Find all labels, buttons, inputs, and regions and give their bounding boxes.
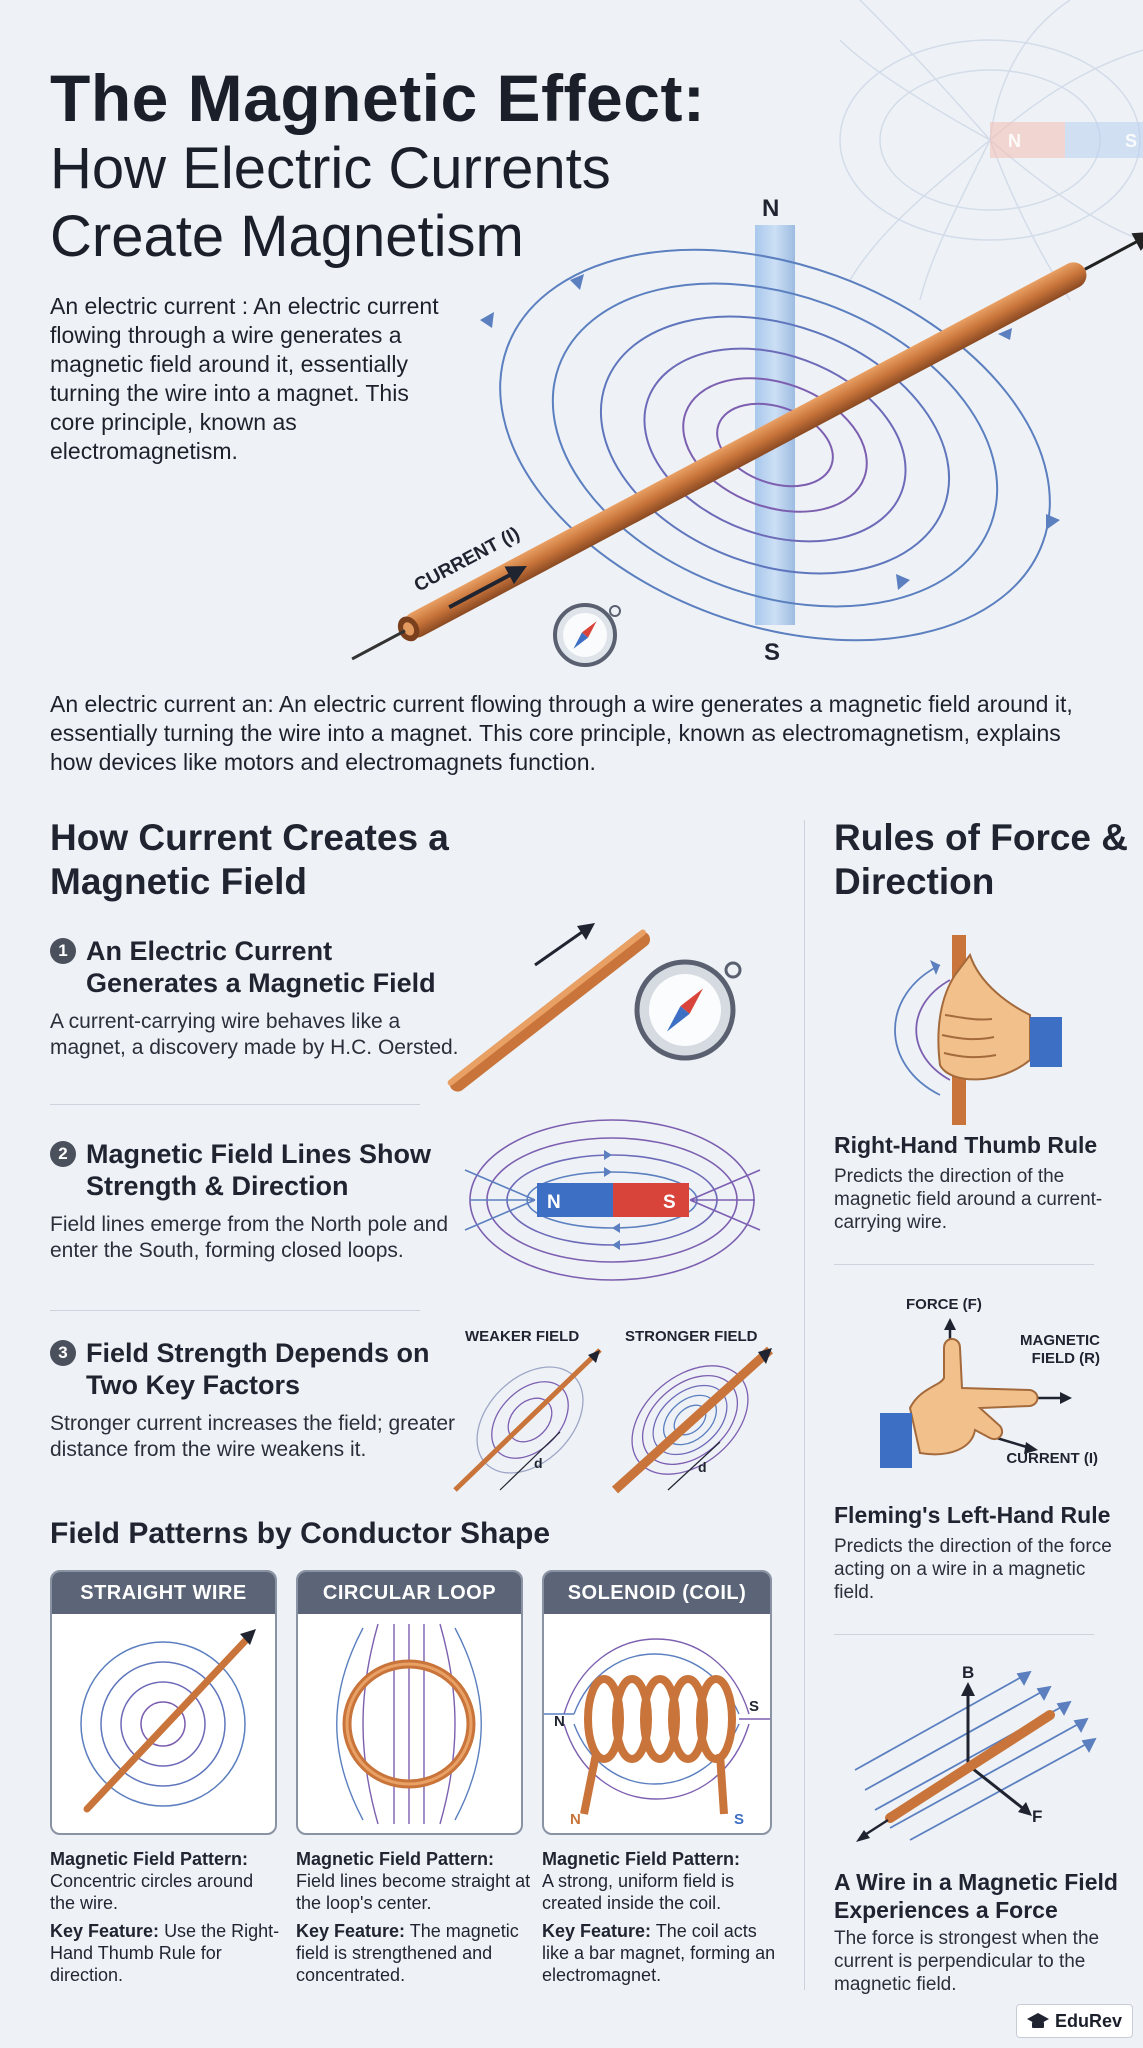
section-title-rules: Rules of Force & Direction bbox=[834, 817, 1128, 902]
item-3: 3 Field Strength Depends on Two Key Fact… bbox=[50, 1337, 470, 1463]
pattern-card-circular-loop: CIRCULAR LOOP bbox=[296, 1570, 523, 1835]
patterns-title: Field Patterns by Conductor Shape bbox=[50, 1517, 551, 1550]
item-divider-1 bbox=[50, 1104, 420, 1105]
rule-1-body: Predicts the direction of the magnetic f… bbox=[834, 1166, 1103, 1233]
pattern-text-circular-loop: Magnetic Field Pattern: Field lines beco… bbox=[296, 1849, 531, 1985]
graduation-cap-icon bbox=[1026, 2013, 1049, 2028]
solenoid-n2-label: N bbox=[570, 1811, 581, 1828]
rule-1-title: Right-Hand Thumb Rule bbox=[834, 1132, 1098, 1158]
item-2-title: 2 Magnetic Field Lines Show Strength & D… bbox=[50, 1138, 470, 1202]
item-2-body: Field lines emerge from the North pole a… bbox=[50, 1213, 449, 1262]
flemings-left-hand-rule-illustration bbox=[880, 1318, 1072, 1468]
pattern-text-straight-wire: Magnetic Field Pattern: Concentric circl… bbox=[50, 1849, 280, 1985]
circular-loop-field-icon bbox=[336, 1623, 482, 1825]
item-2-number: 2 bbox=[50, 1141, 76, 1167]
rule-3-body: The force is strongest when the current … bbox=[834, 1928, 1100, 1995]
hero-pole-n-label: N bbox=[762, 195, 779, 222]
pattern-card-solenoid: SOLENOID (COIL) N S N S bbox=[542, 1570, 772, 1835]
page-subtitle: How Electric Currents Create Magnetism bbox=[50, 136, 611, 269]
solenoid-field-icon: N S N S bbox=[544, 1638, 770, 1828]
bg-magnet-s-label: S bbox=[1125, 131, 1137, 151]
current-label: CURRENT (I) bbox=[1006, 1450, 1098, 1467]
intro-paragraph-long: An electric current an: An electric curr… bbox=[50, 691, 1073, 775]
wire-in-field-force-illustration: B F bbox=[854, 1663, 1097, 1842]
brand-name: EduRev bbox=[1054, 2010, 1122, 2031]
weaker-field-label: WEAKER FIELD bbox=[465, 1328, 580, 1345]
item-3-number: 3 bbox=[50, 1340, 76, 1366]
f-force-label: F bbox=[1032, 1807, 1042, 1826]
wire-compass-illustration bbox=[447, 923, 742, 1092]
item-1: 1 An Electric Current Generates a Magnet… bbox=[50, 935, 470, 1061]
hero-wire-field-illustration: N S CURRENT (I) bbox=[351, 195, 1143, 667]
b-field-label: B bbox=[962, 1663, 974, 1682]
rule-divider-2 bbox=[834, 1634, 1094, 1635]
item-3-title: 3 Field Strength Depends on Two Key Fact… bbox=[50, 1337, 470, 1401]
stronger-field-label: STRONGER FIELD bbox=[625, 1328, 758, 1345]
stronger-distance-label: d bbox=[698, 1459, 707, 1475]
page-title: The Magnetic Effect: bbox=[50, 61, 706, 135]
edurev-logo[interactable]: EduRev bbox=[1015, 2004, 1133, 2038]
pattern-text-solenoid: Magnetic Field Pattern: A strong, unifor… bbox=[542, 1849, 776, 1985]
solenoid-s2-label: S bbox=[734, 1811, 744, 1828]
straight-wire-field-icon bbox=[80, 1629, 256, 1813]
item-divider-2 bbox=[50, 1310, 420, 1311]
section-title-how-current: How Current Creates a Magnetic Field bbox=[50, 817, 449, 902]
force-label: FORCE (F) bbox=[906, 1296, 982, 1313]
item-2: 2 Magnetic Field Lines Show Strength & D… bbox=[50, 1138, 470, 1264]
column-divider bbox=[804, 820, 805, 1990]
rule-2-body: Predicts the direction of the force acti… bbox=[834, 1536, 1112, 1603]
item-3-body: Stronger current increases the field; gr… bbox=[50, 1412, 456, 1461]
compass-icon bbox=[553, 603, 621, 667]
item-1-body: A current-carrying wire behaves like a m… bbox=[50, 1010, 459, 1059]
solenoid-n-label: N bbox=[554, 1713, 565, 1730]
intro-paragraph-short: An electric current : An electric curren… bbox=[50, 293, 439, 464]
hero-pole-s-label: S bbox=[764, 639, 780, 666]
solenoid-s-label: S bbox=[749, 1698, 759, 1715]
background-bar-magnet-illustration: N S bbox=[839, 0, 1143, 301]
weaker-distance-label: d bbox=[534, 1455, 543, 1471]
bg-magnet-n-label: N bbox=[1008, 131, 1021, 151]
rule-3-title: A Wire in a Magnetic Field Experiences a… bbox=[834, 1869, 1118, 1923]
bar-magnet-field-lines-illustration: N S bbox=[464, 1119, 761, 1281]
magnet-s-label: S bbox=[663, 1192, 676, 1213]
pattern-card-straight-wire: STRAIGHT WIRE bbox=[50, 1570, 277, 1835]
magnet-n-label: N bbox=[547, 1192, 561, 1213]
right-hand-thumb-rule-illustration bbox=[894, 935, 1062, 1125]
card-head-straight-wire: STRAIGHT WIRE bbox=[52, 1572, 275, 1614]
card-head-circular-loop: CIRCULAR LOOP bbox=[298, 1572, 521, 1614]
rule-2-title: Fleming's Left-Hand Rule bbox=[834, 1502, 1111, 1528]
field-strength-comparison-illustration: d d bbox=[453, 1346, 774, 1494]
rule-divider-1 bbox=[834, 1264, 1094, 1265]
card-head-solenoid: SOLENOID (COIL) bbox=[544, 1572, 770, 1614]
item-1-title: 1 An Electric Current Generates a Magnet… bbox=[50, 935, 470, 999]
magnetic-field-label: MAGNETIC FIELD (R) bbox=[1020, 1332, 1100, 1367]
item-1-number: 1 bbox=[50, 938, 76, 964]
